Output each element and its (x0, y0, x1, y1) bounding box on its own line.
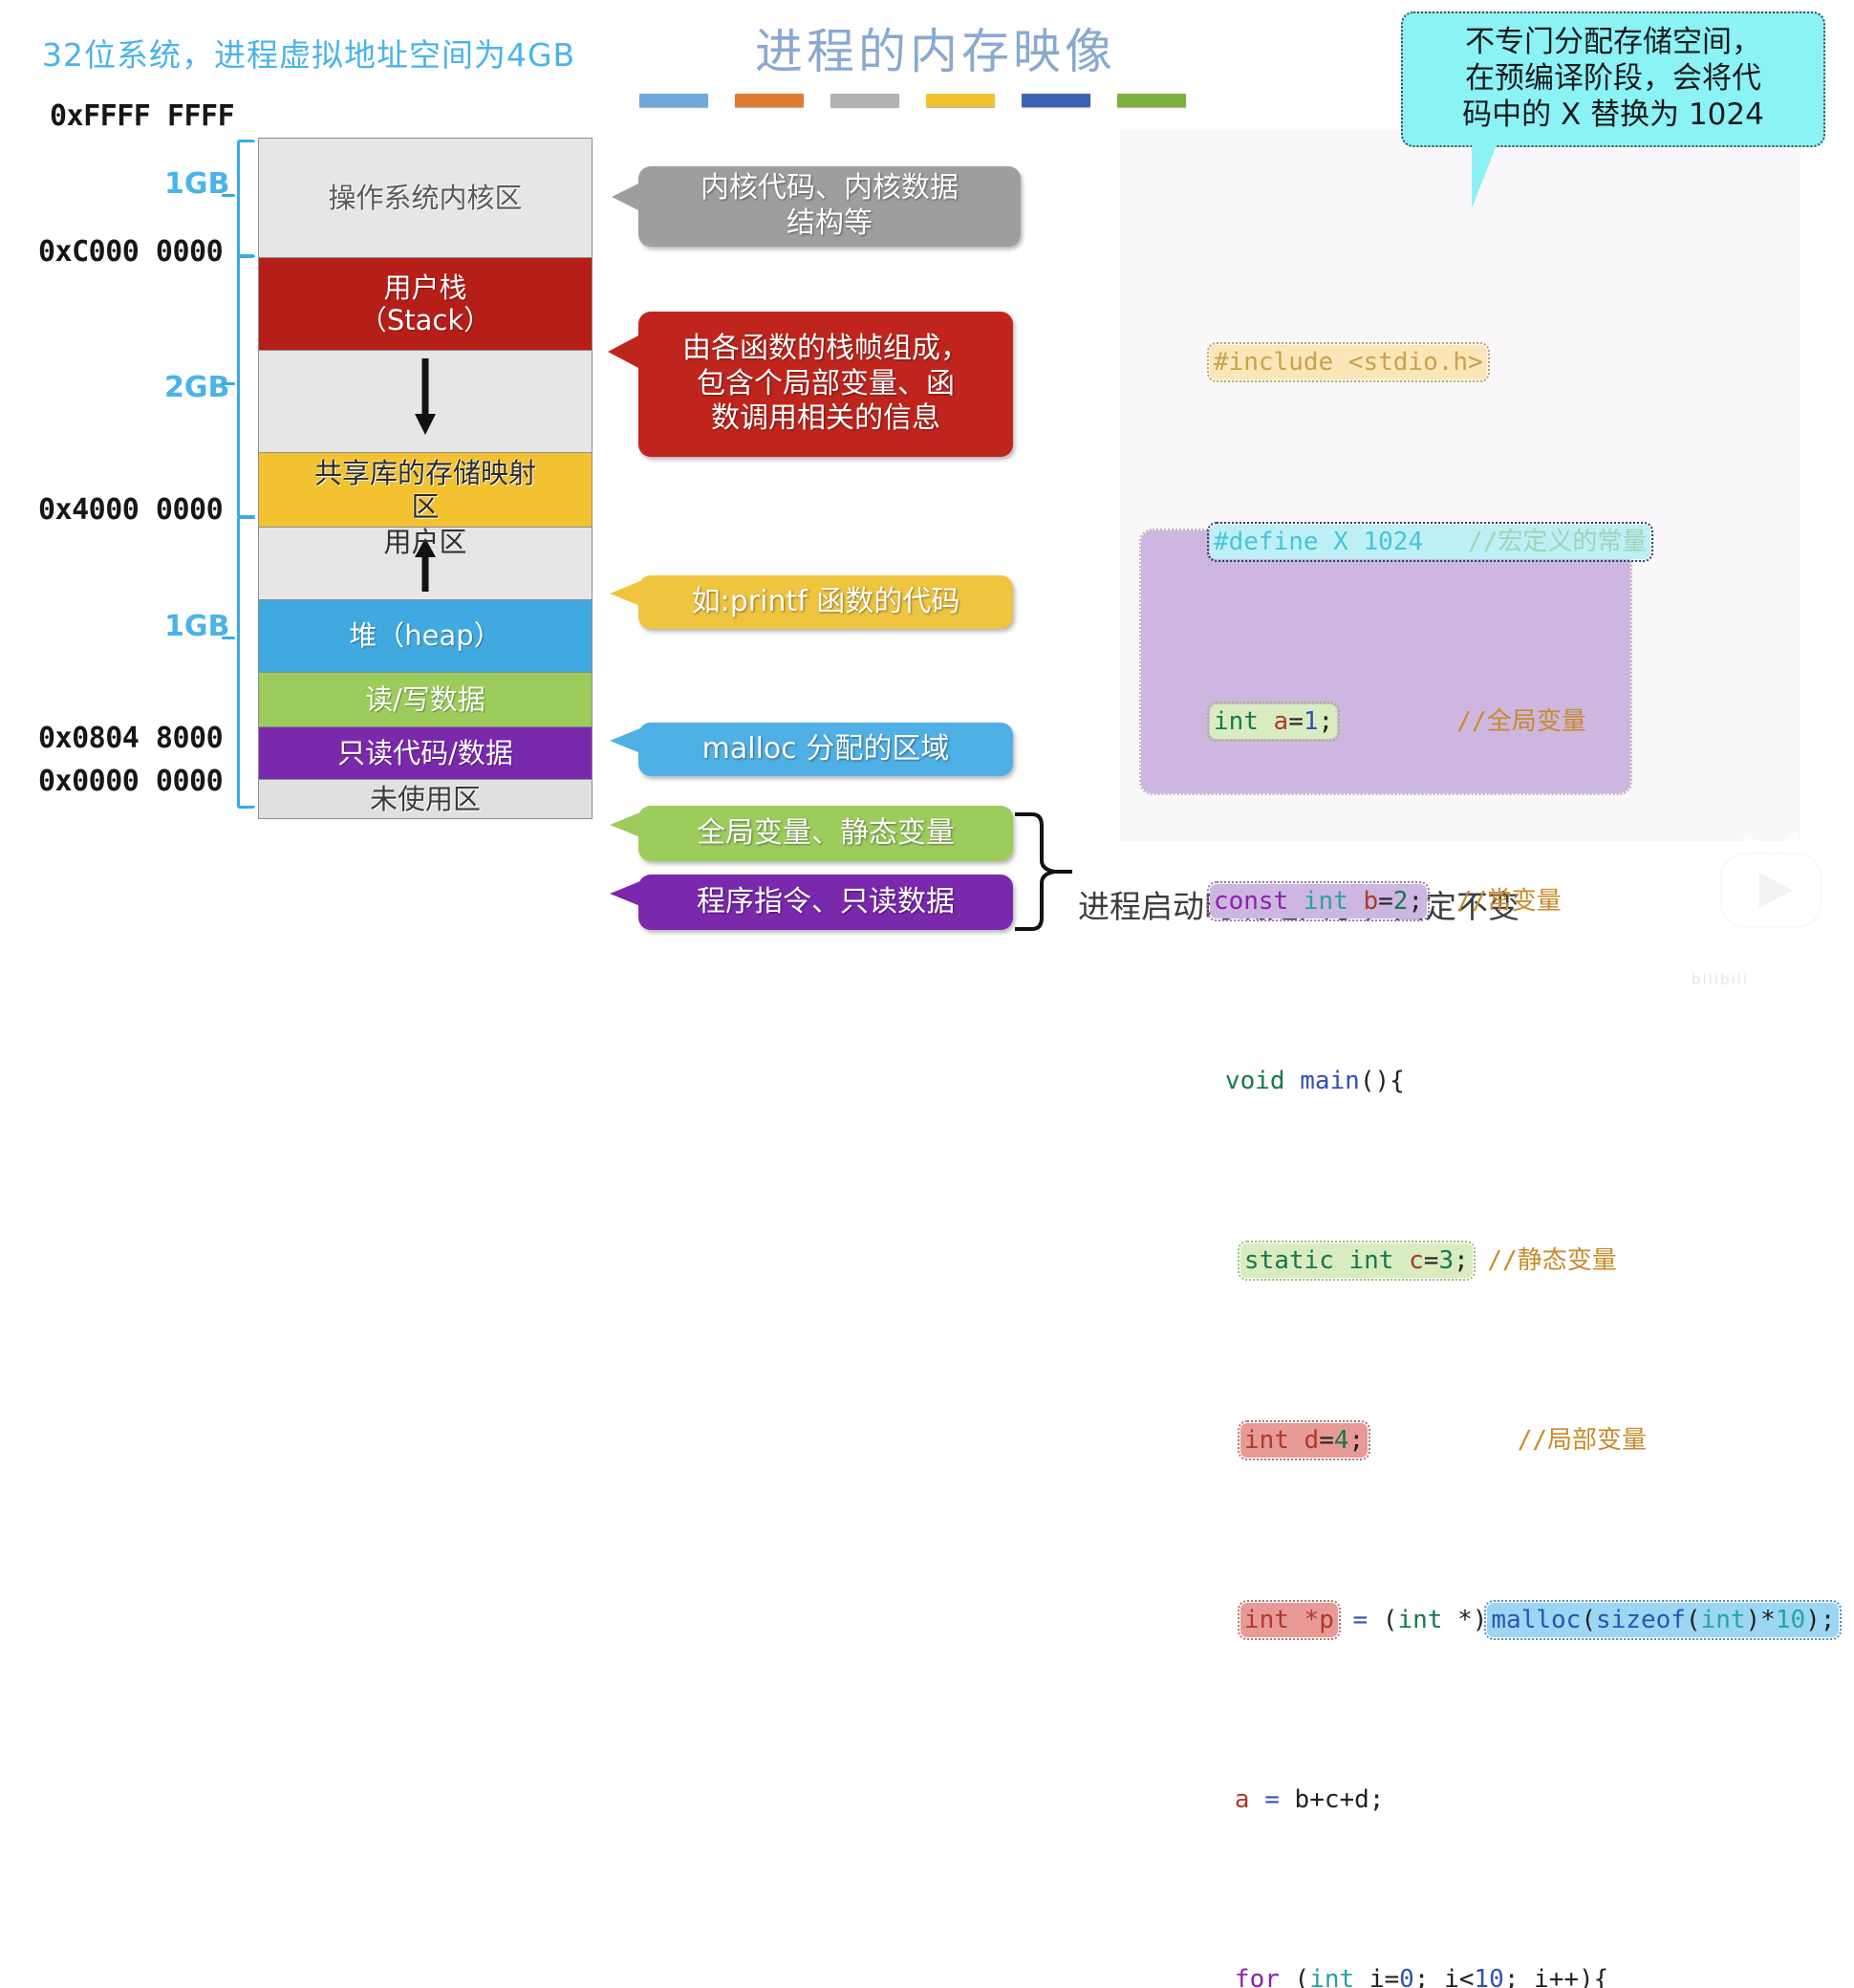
brace-user-2gb (237, 254, 255, 518)
address-label-ffffffff: 0xFFFF FFFF (50, 99, 235, 133)
memory-block-label: 未使用区 (369, 782, 481, 815)
callout-tail-kernel (612, 182, 642, 212)
memory-block-ro-code: 只读代码/数据 (258, 726, 593, 779)
brace-tick-2gb (222, 382, 235, 385)
code-line-main: void main(){ (1224, 1067, 1405, 1095)
code-line-local-d: int d=4; //局部变量 (1120, 1373, 1839, 1460)
memory-block-label: 只读代码/数据 (337, 736, 513, 769)
address-label-c0000000: 0xC000 0000 (38, 235, 224, 269)
page-subtitle: 32位系统，进程虚拟地址空间为4GB (42, 36, 576, 74)
code-line-global-a: int a=1; //全局变量 (1120, 655, 1839, 742)
code-line-assign-a: a = b+c+d; (1234, 1785, 1385, 1814)
callout-tail-rocode (610, 881, 640, 906)
code-line-define: #define X 1024 //宏定义的常量 (1120, 475, 1839, 562)
memory-block-label: 读/写数据 (365, 682, 485, 716)
size-label-1gb-kernel: 1GB (164, 167, 230, 201)
callout-rwdata-note: 全局变量、静态变量 (638, 806, 1013, 861)
heap-grow-up-arrow (415, 538, 436, 592)
code-block-highlight-body (1139, 529, 1632, 795)
color-swatch-1 (735, 94, 804, 107)
memory-block-label: 操作系统内核区 (328, 181, 523, 214)
code-line-include: #include <stdio.h> (1120, 295, 1839, 382)
macro-balloon: 不专门分配存储空间， 在预编译阶段，会将代 码中的 X 替换为 1024 (1401, 11, 1825, 147)
memory-block-rw-data: 读/写数据 (258, 672, 593, 726)
code-line-malloc-p: int *p = (int *)malloc(sizeof(int)*10); (1120, 1553, 1843, 1640)
code-line-static-c: static int c=3; //静态变量 (1120, 1194, 1839, 1281)
callout-kernel-note: 内核代码、内核数据 结构等 (638, 166, 1021, 247)
code-line-for: for (int i=0; i<10; i++){ (1234, 1965, 1609, 1988)
color-swatch-4 (1022, 94, 1090, 107)
color-swatch-row (639, 94, 1186, 107)
color-swatch-0 (639, 94, 708, 107)
brace-tick-1gb-lower (222, 637, 235, 639)
memory-block-shared-lib: 共享库的存储映射区 (258, 452, 593, 527)
callout-tail-stack (608, 335, 640, 369)
callout-rocode-note: 程序指令、只读数据 (638, 875, 1013, 930)
memory-block-label: 堆（heap） (349, 619, 502, 653)
memory-block-unused: 未使用区 (258, 779, 593, 819)
page-title: 进程的内存映像 (755, 24, 1116, 79)
address-label-40000000: 0x4000 0000 (38, 493, 224, 527)
callout-stack-note: 由各函数的栈帧组成， 包含个局部变量、函 数调用相关的信息 (638, 312, 1013, 457)
stack-grow-down-arrow (415, 358, 436, 435)
callout-tail-heap (610, 728, 640, 753)
callout-tail-sharedlib (610, 581, 640, 606)
size-label-1gb-lower: 1GB (164, 610, 230, 643)
memory-block-gap-lower (258, 527, 593, 599)
callout-tail-rwdata (610, 812, 640, 837)
grouping-brace (1015, 812, 1072, 931)
memory-block-gap-upper (258, 350, 593, 452)
callout-sharedlib-note: 如:printf 函数的代码 (638, 575, 1013, 629)
color-swatch-3 (926, 94, 995, 107)
source-code-listing: #include <stdio.h> #define X 1024 //宏定义的… (1120, 161, 1843, 1988)
macro-balloon-tail (1472, 145, 1497, 208)
size-label-2gb-user: 2GB (164, 371, 230, 404)
slide-canvas: 32位系统，进程虚拟地址空间为4GB 进程的内存映像 王道计算机教育 0xFFF… (38, 11, 1843, 1988)
brace-kernel-top (237, 140, 255, 258)
color-swatch-2 (830, 94, 899, 107)
memory-layout-column: 操作系统内核区用户栈（Stack）共享库的存储映射区堆（heap）读/写数据只读… (258, 138, 593, 819)
address-label-00000000: 0x0000 0000 (38, 765, 224, 798)
brace-tick-1gb (222, 194, 235, 197)
color-swatch-5 (1117, 94, 1186, 107)
memory-block-sublabel: 区 (411, 489, 440, 523)
callout-heap-note: malloc 分配的区域 (638, 723, 1013, 776)
brace-lower-1gb (237, 516, 255, 809)
memory-block-heap: 堆（heap） (258, 599, 593, 672)
memory-block-kernel: 操作系统内核区 (258, 138, 593, 257)
memory-block-user-stack: 用户栈（Stack） (258, 257, 593, 350)
memory-block-label: 用户栈 (383, 270, 467, 304)
watermark-footer: bilibili (1691, 971, 1749, 988)
memory-block-label: 共享库的存储映射 (313, 457, 536, 490)
code-line-const-b: const int b=2; //常变量 (1120, 834, 1839, 921)
memory-block-sublabel: （Stack） (358, 304, 492, 336)
user-zone-label: 用户区 (383, 526, 467, 558)
address-label-08048000: 0x0804 8000 (38, 722, 224, 755)
